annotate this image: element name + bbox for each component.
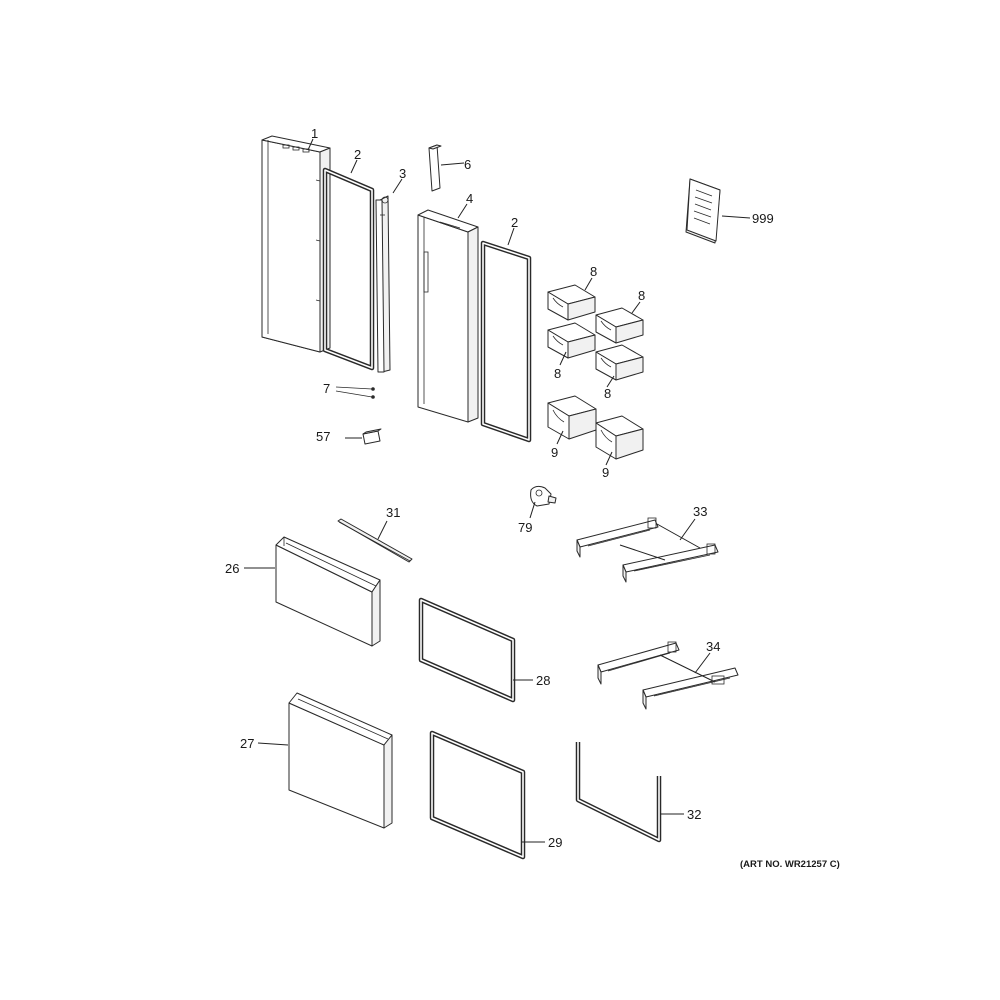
callout-34[interactable]: 34 (706, 639, 720, 654)
part-door-bin-tall-1[interactable] (547, 395, 597, 440)
part-right-door-gasket[interactable] (480, 240, 532, 443)
part-door-bin-2[interactable] (595, 307, 644, 344)
callout-8-b[interactable]: 8 (638, 288, 645, 303)
callout-6[interactable]: 6 (464, 157, 471, 172)
part-door-bin-4[interactable] (595, 344, 644, 381)
callout-26[interactable]: 26 (225, 561, 239, 576)
part-lower-drawer-front[interactable] (288, 692, 393, 829)
callout-32[interactable]: 32 (687, 807, 701, 822)
callout-8-c[interactable]: 8 (554, 366, 561, 381)
part-mullion[interactable] (375, 195, 391, 373)
callout-999[interactable]: 999 (752, 211, 774, 226)
part-lower-drawer-gasket[interactable] (429, 730, 526, 860)
callout-9-a[interactable]: 9 (551, 445, 558, 460)
callout-8-a[interactable]: 8 (590, 264, 597, 279)
callout-9-b[interactable]: 9 (602, 465, 609, 480)
part-owners-manual[interactable] (685, 178, 721, 244)
callout-2-left-gasket[interactable]: 2 (354, 147, 361, 162)
callout-1[interactable]: 1 (311, 126, 318, 141)
callout-3[interactable]: 3 (399, 166, 406, 181)
callout-79[interactable]: 79 (518, 520, 532, 535)
part-left-door-gasket[interactable] (322, 167, 375, 371)
part-right-door[interactable] (417, 209, 479, 423)
part-screws[interactable] (335, 386, 375, 399)
leader-lines (244, 138, 751, 843)
part-door-bin-1[interactable] (547, 284, 596, 321)
callout-7[interactable]: 7 (323, 381, 330, 396)
part-upper-drawer-gasket[interactable] (418, 597, 516, 703)
part-upper-drawer-front[interactable] (275, 536, 381, 647)
part-door-bin-3[interactable] (547, 322, 596, 359)
part-small-block[interactable] (362, 428, 382, 445)
part-upper-rail-assembly[interactable] (576, 517, 719, 583)
callout-29[interactable]: 29 (548, 835, 562, 850)
callout-27[interactable]: 27 (240, 736, 254, 751)
callout-4[interactable]: 4 (466, 191, 473, 206)
part-left-door[interactable] (261, 135, 331, 353)
part-u-gasket[interactable] (575, 742, 662, 843)
callout-labels: 1 2 3 6 4 2 999 8 8 8 8 7 57 9 9 79 31 3… (225, 126, 840, 870)
part-handle[interactable] (428, 144, 442, 192)
part-lower-rail-assembly[interactable] (597, 641, 739, 710)
part-trim-strip[interactable] (337, 518, 413, 563)
callout-28[interactable]: 28 (536, 673, 550, 688)
art-number: (ART NO. WR21257 C) (740, 859, 840, 870)
part-door-bin-tall-2[interactable] (595, 415, 644, 460)
callout-57[interactable]: 57 (316, 429, 330, 444)
callout-2-right-gasket[interactable]: 2 (511, 215, 518, 230)
part-hinge[interactable] (530, 485, 557, 507)
callout-33[interactable]: 33 (693, 504, 707, 519)
callout-31[interactable]: 31 (386, 505, 400, 520)
callout-8-d[interactable]: 8 (604, 386, 611, 401)
